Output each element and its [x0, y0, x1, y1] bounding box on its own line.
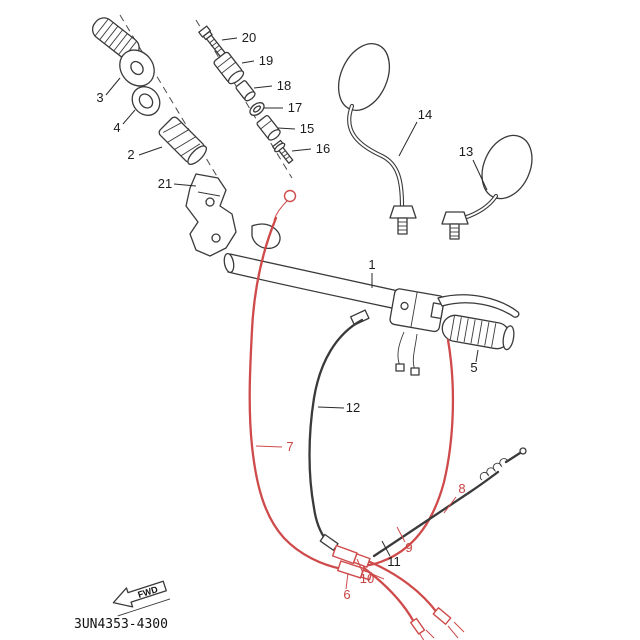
grip-collar: [158, 116, 207, 165]
leader-21: [173, 183, 197, 187]
cable-12: [308, 309, 370, 551]
part-label-16: 16: [316, 141, 330, 156]
screw: [272, 139, 294, 164]
mirror-13: [441, 134, 533, 240]
part-label-8: 8: [458, 481, 465, 496]
part-label-19: 19: [259, 53, 273, 68]
part-label-11: 11: [387, 554, 401, 569]
leader-3: [105, 77, 121, 96]
part-code: 3UN4353-4300: [74, 617, 168, 632]
part-label-2: 2: [127, 147, 134, 162]
leader-7: [255, 445, 283, 448]
part-label-5: 5: [470, 360, 477, 375]
leader-15: [277, 127, 296, 130]
collar-bushing: [256, 114, 281, 141]
throttle-cable-coil: [372, 447, 527, 558]
leader-4: [122, 109, 136, 125]
leader-9: [396, 526, 406, 543]
brake-lever: [437, 294, 520, 318]
leader-8: [443, 496, 457, 514]
leader-2: [138, 146, 163, 156]
assembly-axis-line-left: [119, 14, 225, 189]
bolt: [198, 25, 227, 58]
bushing-large: [213, 51, 245, 85]
washer-small: [249, 102, 265, 116]
part-label-10: 10: [360, 571, 374, 586]
washer: [131, 86, 161, 116]
cable-junction: [331, 544, 371, 568]
part-label-1: 1: [368, 257, 375, 272]
part-label-4: 4: [113, 120, 120, 135]
grip-right: [441, 314, 515, 351]
part-label-15: 15: [300, 121, 314, 136]
part-label-12: 12: [346, 400, 360, 415]
cable-7: [248, 189, 385, 581]
grip-left: [91, 17, 155, 87]
part-label-13: 13: [459, 144, 473, 159]
bushing-small: [235, 80, 256, 102]
part-label-18: 18: [277, 78, 291, 93]
fwd-label: FWD: [136, 584, 159, 600]
switch-wire: [397, 331, 405, 367]
leader-5: [475, 349, 479, 363]
upper-holder: [185, 173, 281, 257]
leader-10: [356, 558, 364, 574]
cable-8: [331, 338, 465, 640]
leader-6: [345, 572, 349, 590]
part-label-20: 20: [242, 30, 256, 45]
leader-11: [381, 540, 391, 557]
part-label-3: 3: [96, 90, 103, 105]
part-label-17: 17: [288, 100, 302, 115]
part-label-7: 7: [286, 439, 293, 454]
leader-18: [253, 85, 273, 89]
part-label-14: 14: [418, 107, 432, 122]
part-label-6: 6: [343, 587, 350, 602]
part-label-21: 21: [158, 176, 172, 191]
leader-19: [241, 60, 255, 64]
leader-14: [398, 121, 418, 157]
mirror-14: [337, 43, 417, 235]
leader-13: [472, 159, 488, 191]
fwd-arrow: FWD: [112, 580, 171, 617]
switch-wire: [412, 333, 418, 371]
leader-16: [291, 148, 312, 152]
leader-20: [221, 37, 238, 41]
switch-housing: [389, 288, 520, 376]
part-label-9: 9: [405, 540, 412, 555]
leader-12: [317, 406, 345, 409]
